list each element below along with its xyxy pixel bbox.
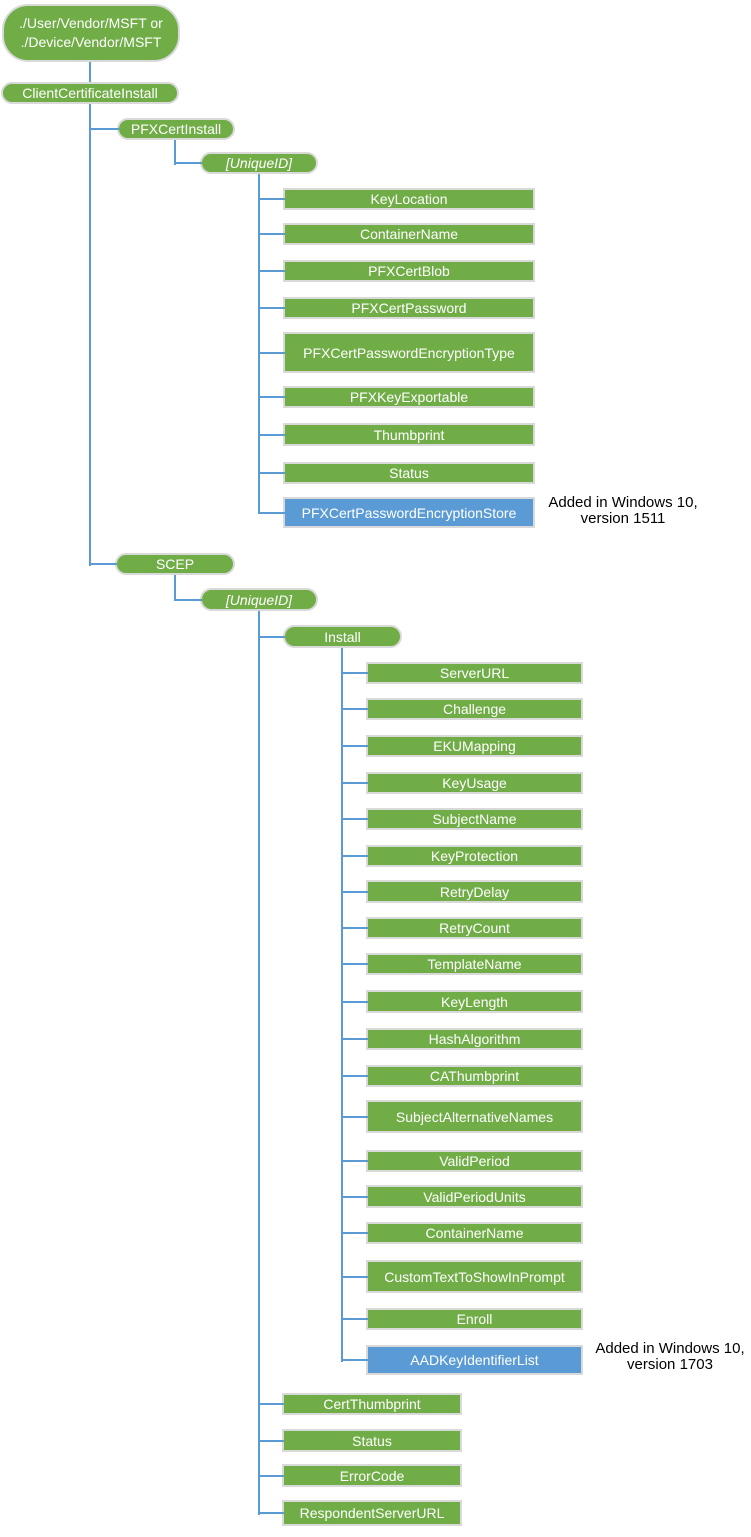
node-hashalgorithm: HashAlgorithm [343,1028,583,1050]
node-pfxcertpasswordencryptionstore: PFXCertPasswordEncryptionStore [260,497,535,528]
node-scep-status: Status [260,1429,462,1452]
node-aadkeyidentifierlist: AADKeyIdentifierList [343,1345,583,1375]
node-pfxcertblob: PFXCertBlob [260,260,535,282]
node-subjectalternativenames: SubjectAlternativeNames [343,1100,583,1133]
node-customtexttoshowinprompt: CustomTextToShowInPrompt [343,1260,583,1293]
node-retrydelay: RetryDelay [343,880,583,903]
node-pfx-containername: ContainerName [260,223,535,245]
node-retrycount: RetryCount [343,917,583,939]
connector-install-trunk [341,648,343,1362]
node-install: Install [260,625,402,648]
node-keylength: KeyLength [343,990,583,1013]
node-keyprotection: KeyProtection [343,845,583,867]
node-pfxcertinstall: PFXCertInstall [91,118,235,140]
connector-pfx-uniqueid-trunk [258,174,260,514]
node-pfxkeyexportable: PFXKeyExportable [260,386,535,408]
node-keyusage: KeyUsage [343,772,583,794]
connector-root-to-clientcertificateinstall [89,62,91,82]
connector-scep-elbow [174,575,176,601]
node-pfxcertpassword: PFXCertPassword [260,297,535,319]
node-cathumbprint: CAThumbprint [343,1065,583,1087]
node-validperiodunits: ValidPeriodUnits [343,1185,583,1208]
node-root-path: ./User/Vendor/MSFT or ./Device/Vendor/MS… [2,4,180,62]
node-pfx-uniqueid: [UniqueID] [176,152,318,174]
node-scep: SCEP [91,553,235,575]
node-serverurl: ServerURL [343,662,583,684]
node-pfxcertpasswordencryptiontype: PFXCertPasswordEncryptionType [260,332,535,373]
connector-main-trunk [89,104,91,566]
node-challenge: Challenge [343,698,583,720]
node-pfx-status: Status [260,462,535,484]
node-thumbprint: Thumbprint [260,423,535,446]
node-scep-uniqueid: [UniqueID] [176,588,318,611]
connector-pfxcertinstall-elbow [174,140,176,165]
annotation-windows10-1511: Added in Windows 10, version 1511 [548,494,698,527]
annotation-windows10-1703: Added in Windows 10, version 1703 [595,1340,745,1373]
node-templatename: TemplateName [343,953,583,975]
node-respondentserverurl: RespondentServerURL [260,1500,462,1526]
node-validperiod: ValidPeriod [343,1150,583,1172]
node-keylocation: KeyLocation [260,188,535,210]
node-clientcertificateinstall: ClientCertificateInstall [1,82,179,104]
node-ekumapping: EKUMapping [343,735,583,757]
connector-scep-uniqueid-trunk [258,611,260,1515]
node-subjectname: SubjectName [343,808,583,830]
node-install-containername: ContainerName [343,1222,583,1244]
node-enroll: Enroll [343,1308,583,1330]
node-errorcode: ErrorCode [260,1464,462,1487]
node-certthumbprint: CertThumbprint [260,1393,462,1415]
